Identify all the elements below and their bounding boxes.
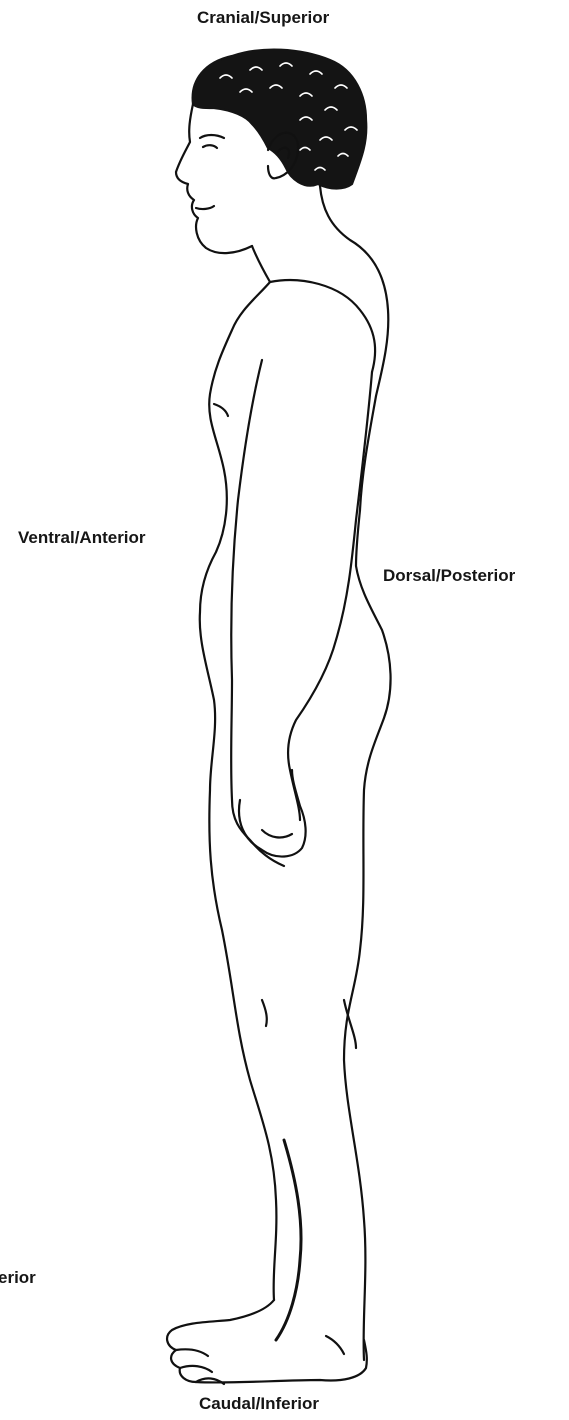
label-cranial-superior: Cranial/Superior xyxy=(197,8,329,28)
calf-shading xyxy=(276,1140,301,1340)
arm-back xyxy=(288,372,372,820)
foot xyxy=(167,1300,367,1383)
label-ventral-anterior: Ventral/Anterior xyxy=(18,528,146,548)
hand xyxy=(239,770,306,857)
arm-front xyxy=(231,360,284,866)
label-cropped-left: erior xyxy=(0,1268,36,1288)
front-outline xyxy=(200,246,277,1300)
eye xyxy=(203,145,217,148)
hair xyxy=(193,50,367,189)
knee-mark xyxy=(262,1000,267,1026)
label-dorsal-posterior: Dorsal/Posterior xyxy=(383,566,515,586)
chest-mark xyxy=(214,404,228,416)
back-outline xyxy=(320,186,391,1360)
ankle-mark xyxy=(326,1336,344,1354)
mouth xyxy=(196,206,214,209)
label-caudal-inferior: Caudal/Inferior xyxy=(199,1394,319,1414)
eyebrow xyxy=(200,135,224,138)
shoulder xyxy=(270,280,375,372)
face-profile xyxy=(176,104,252,253)
